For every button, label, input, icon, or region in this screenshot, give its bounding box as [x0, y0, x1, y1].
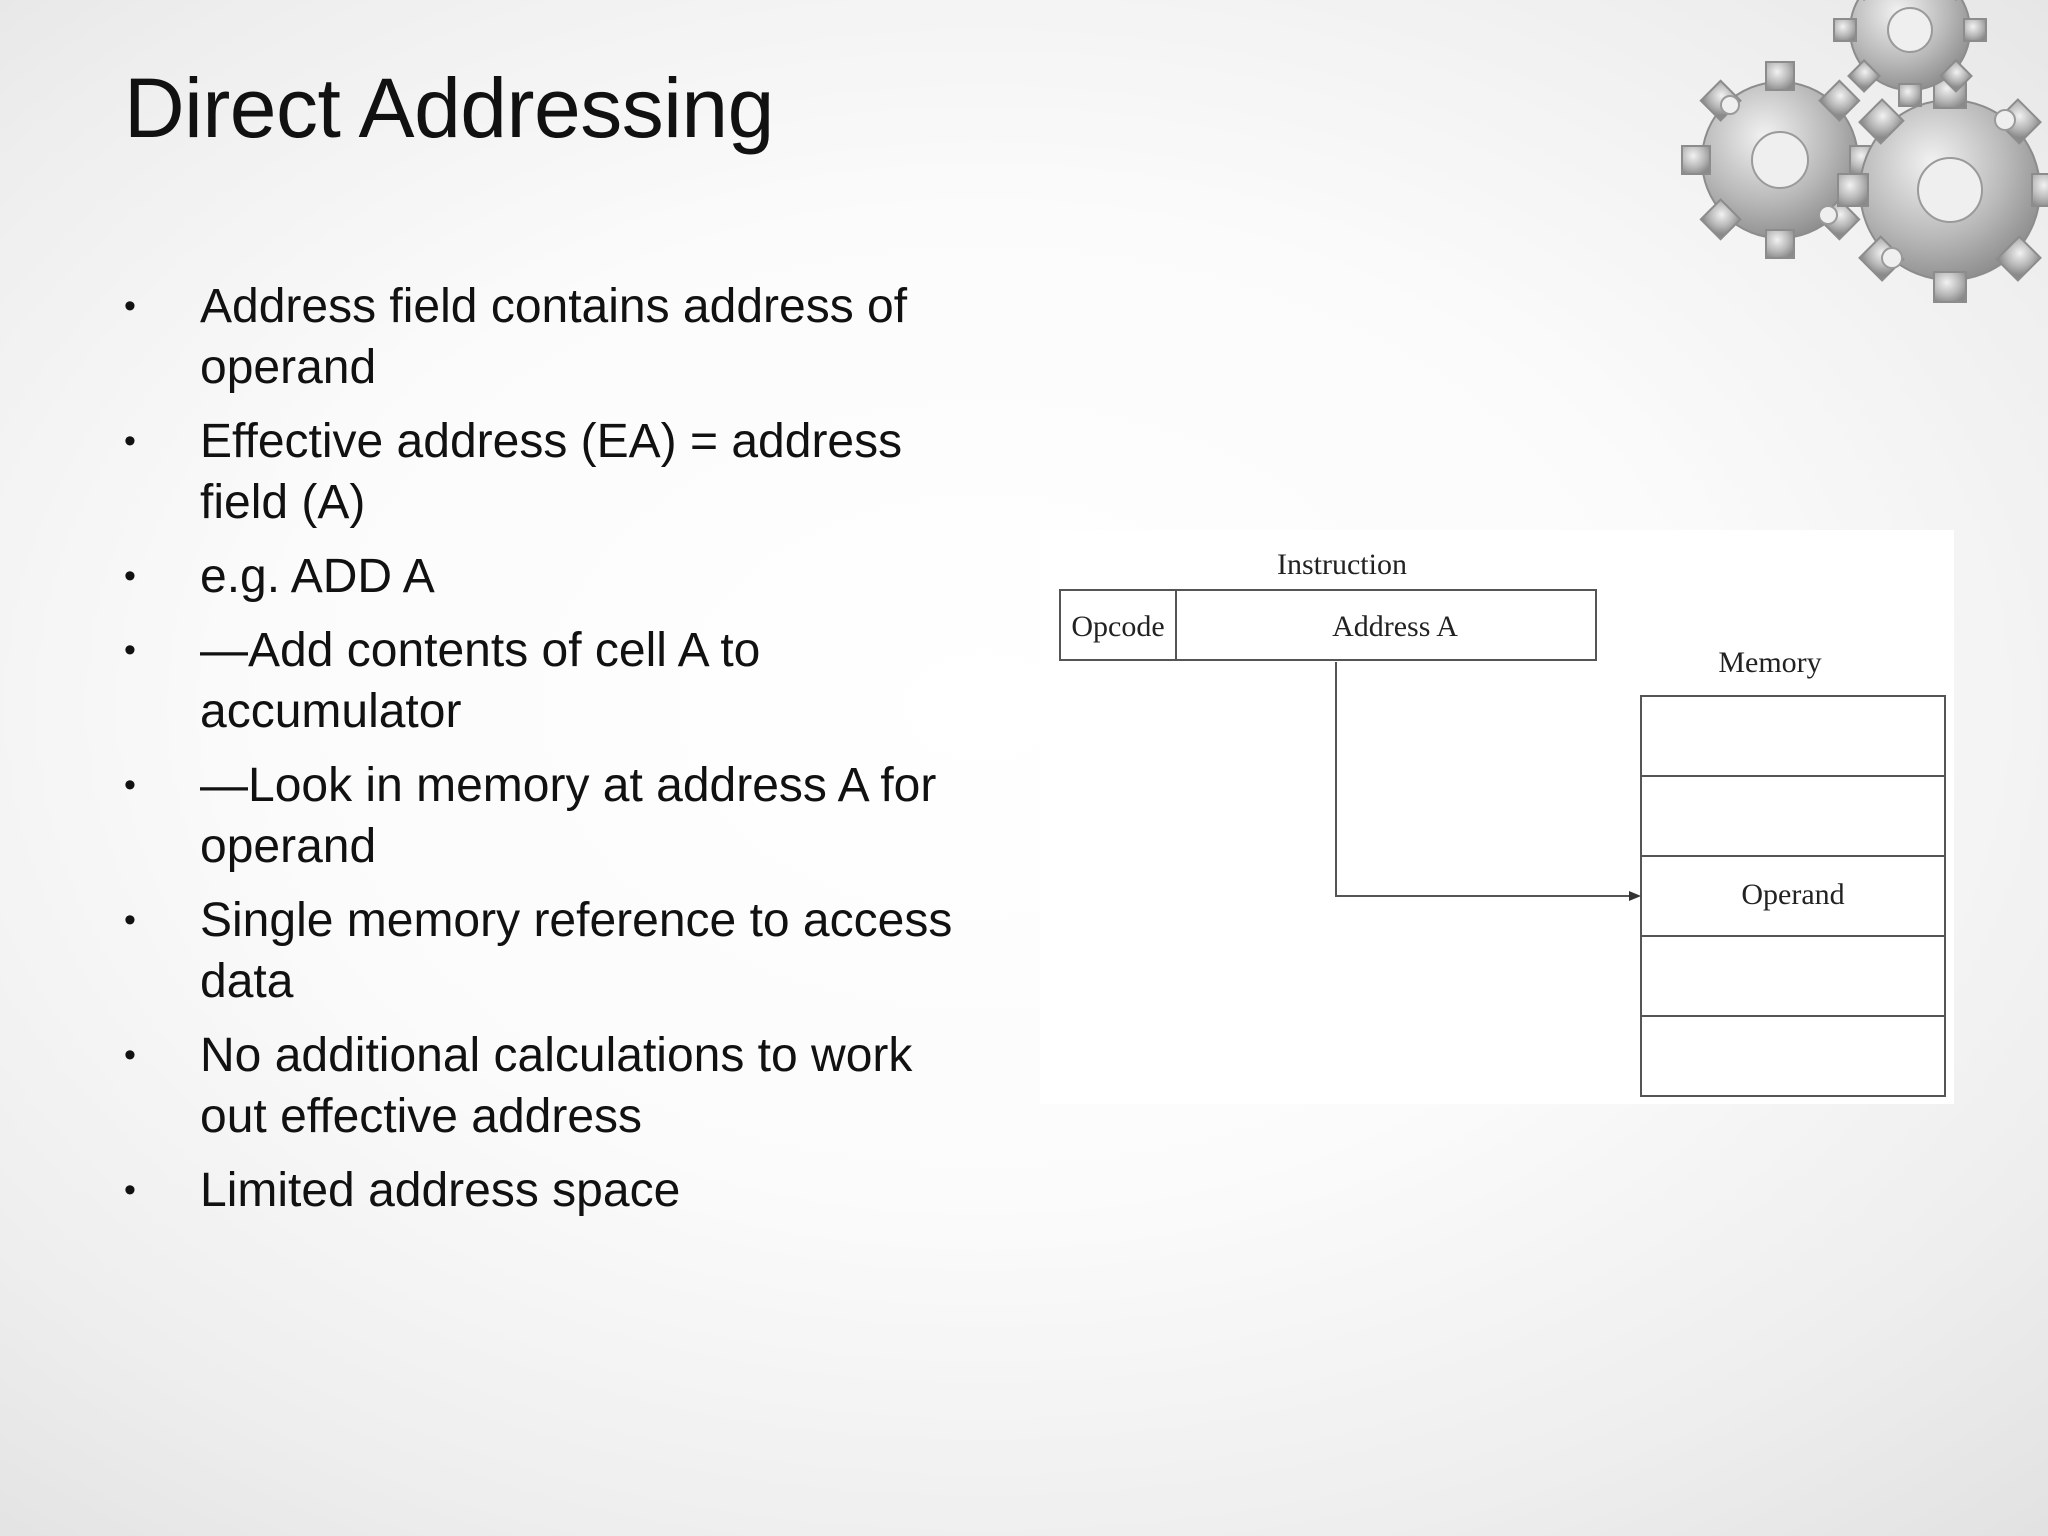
bullet-marker: • — [124, 287, 136, 325]
instruction-box — [1059, 589, 1597, 661]
bullet-item: • Address field contains address of opera… — [124, 276, 984, 398]
slide-title: Direct Addressing — [124, 61, 774, 155]
bullet-marker: • — [124, 557, 136, 595]
bullet-item: • Single memory reference to access data — [124, 890, 984, 1012]
address-label: Address A — [1332, 610, 1458, 643]
bullet-text: Address field contains address of operan… — [200, 280, 908, 394]
memory-label: Memory — [1718, 646, 1821, 679]
bullet-item: • Limited address space — [124, 1160, 984, 1221]
bullet-text: e.g. ADD A — [200, 550, 435, 603]
bullet-list: • Address field contains address of opera… — [124, 276, 984, 1234]
opcode-label: Opcode — [1071, 610, 1164, 643]
pointer-arrow-line — [1335, 662, 1632, 897]
bullet-marker: • — [124, 1036, 136, 1074]
bullet-item: • No additional calculations to work out … — [124, 1025, 984, 1147]
gears-icon — [1681, 0, 2048, 303]
instruction-label: Instruction — [1277, 548, 1407, 581]
operand-label: Operand — [1741, 878, 1844, 911]
bullet-marker: • — [124, 422, 136, 460]
bullet-item: • —Add contents of cell A to accumulator — [124, 620, 984, 742]
bullet-marker: • — [124, 766, 136, 804]
bullet-marker: • — [124, 1171, 136, 1209]
bullet-text: —Look in memory at address A for operand — [200, 759, 937, 873]
bullet-item: • —Look in memory at address A for operan… — [124, 755, 984, 877]
bullet-text: No additional calculations to work out e… — [200, 1029, 913, 1143]
bullet-marker: • — [124, 901, 136, 939]
bullet-text: Effective address (EA) = address field (… — [200, 415, 903, 529]
arrow-head-icon — [1629, 891, 1641, 901]
bullet-text: Limited address space — [200, 1164, 681, 1217]
direct-addressing-diagram: Instruction Opcode Address A Memory Oper… — [1040, 530, 1954, 1104]
bullet-item: • Effective address (EA) = address field … — [124, 411, 984, 533]
bullet-item: • e.g. ADD A — [124, 546, 984, 607]
diagram-background — [1040, 530, 1954, 1104]
bullet-text: —Add contents of cell A to accumulator — [200, 624, 761, 738]
bullet-text: Single memory reference to access data — [200, 894, 953, 1008]
bullet-marker: • — [124, 631, 136, 669]
